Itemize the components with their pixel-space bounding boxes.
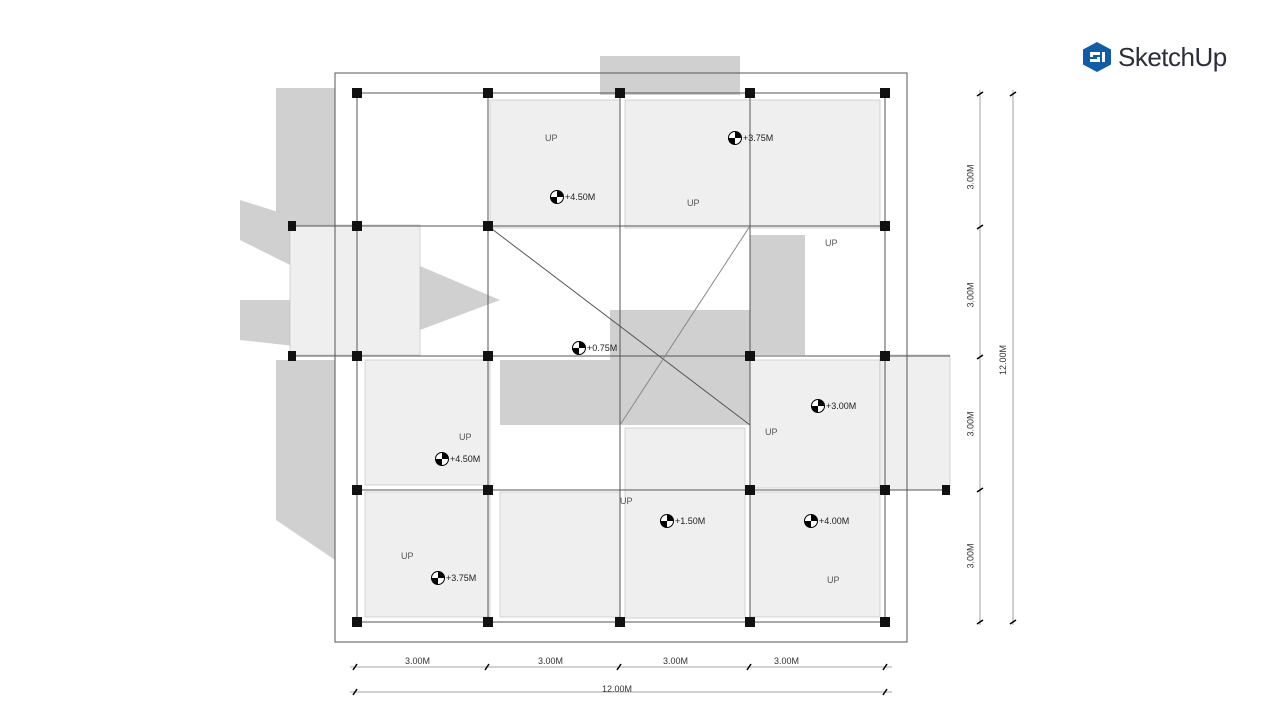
level-marker: +4.00M	[804, 514, 849, 528]
level-symbol-icon	[435, 452, 449, 466]
stair-up-label: UP	[459, 432, 472, 442]
level-marker: +3.75M	[431, 571, 476, 585]
level-marker: +3.00M	[811, 399, 856, 413]
brand-name: SketchUp	[1118, 41, 1227, 72]
level-label: +3.75M	[446, 573, 477, 583]
stair-up-label: UP	[765, 427, 778, 437]
dimension-label: 3.00M	[405, 656, 431, 666]
sketchup-logo-icon	[1083, 42, 1111, 72]
level-marker: +1.50M	[660, 514, 705, 528]
level-symbol-icon	[804, 514, 818, 528]
level-symbol-icon	[572, 341, 586, 355]
stair-up-label: UP	[825, 238, 838, 248]
level-symbol-icon	[550, 190, 564, 204]
dimension-label: 3.00M	[965, 164, 976, 190]
dimension-label: 3.00M	[965, 411, 976, 437]
level-label: +4.50M	[565, 192, 596, 202]
dimension-label: 3.00M	[663, 656, 689, 666]
level-marker: +0.75M	[572, 341, 617, 355]
dimension-label: 3.00M	[538, 656, 564, 666]
stair-up-label: UP	[827, 575, 840, 585]
level-symbol-icon	[660, 514, 674, 528]
dimension-total-label: 12.00M	[998, 344, 1009, 376]
dimension-label: 3.00M	[965, 543, 976, 569]
level-label: +1.50M	[675, 516, 706, 526]
level-symbol-icon	[728, 131, 742, 145]
level-label: +4.50M	[450, 454, 481, 464]
level-label: +3.00M	[826, 401, 857, 411]
level-label: +0.75M	[587, 343, 618, 353]
stair-up-label: UP	[620, 496, 633, 506]
stair-up-label: UP	[401, 551, 414, 561]
level-label: +4.00M	[819, 516, 850, 526]
level-symbol-icon	[431, 571, 445, 585]
level-label: +3.75M	[743, 133, 774, 143]
dimension-total-label: 12.00M	[602, 684, 633, 694]
stair-up-label: UP	[687, 198, 700, 208]
dimension-label: 3.00M	[774, 656, 800, 666]
level-symbol-icon	[811, 399, 825, 413]
sketchup-logo: SketchUp	[1082, 41, 1227, 73]
dimension-label: 3.00M	[965, 282, 976, 308]
level-marker: +3.75M	[728, 131, 773, 145]
stair-up-label: UP	[545, 133, 558, 143]
level-marker: +4.50M	[435, 452, 480, 466]
level-marker: +4.50M	[550, 190, 595, 204]
